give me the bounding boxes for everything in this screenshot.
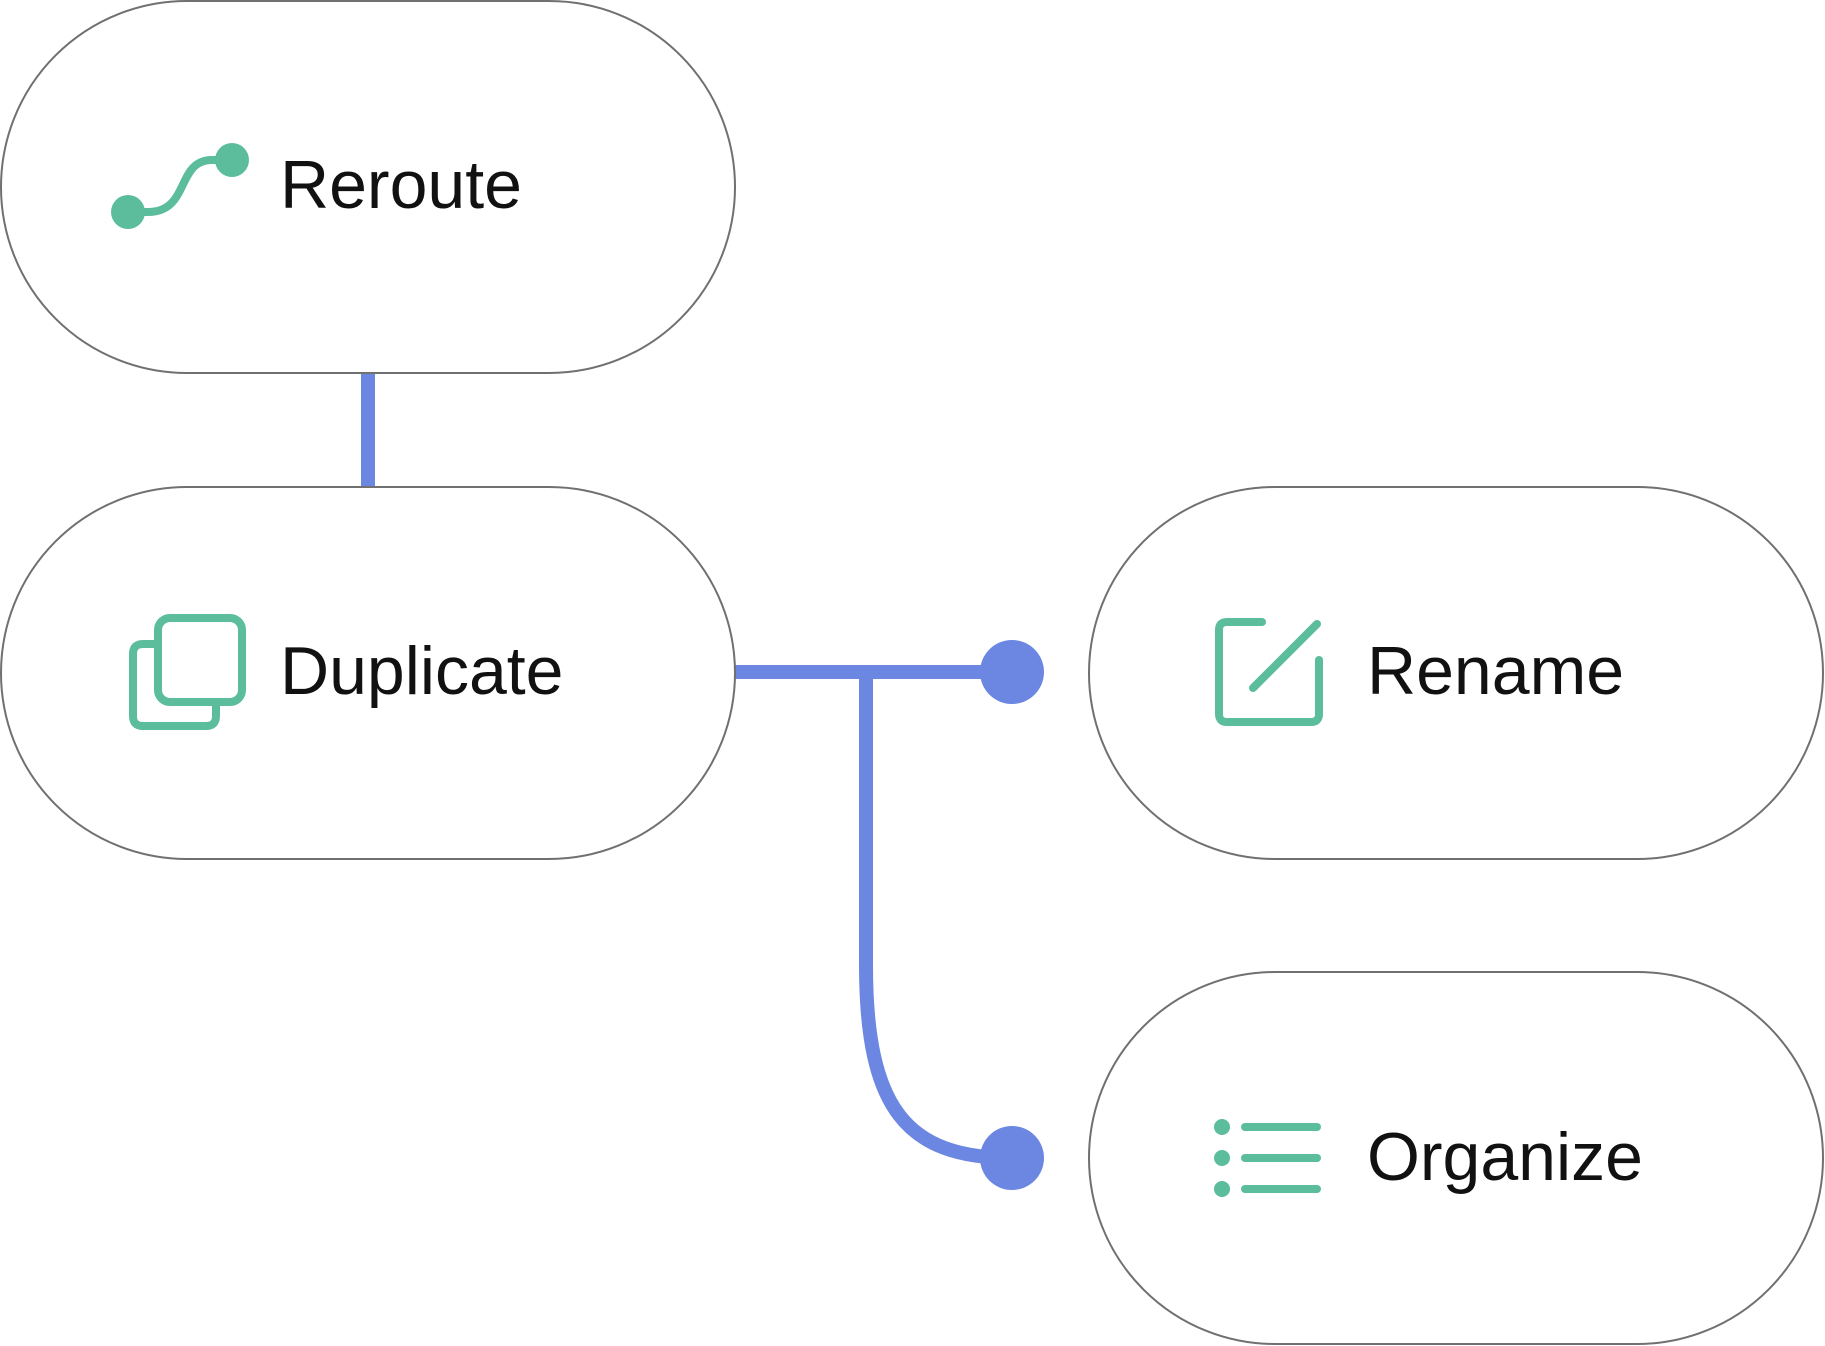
node-organize-pill: [1088, 971, 1824, 1345]
node-rename-label: Rename: [1367, 633, 1624, 709]
node-reroute-label: Reroute: [280, 147, 522, 223]
node-duplicate-pill: [0, 486, 736, 860]
node-duplicate[interactable]: Duplicate: [0, 486, 736, 860]
connector-endpoint-organize: [980, 1126, 1044, 1190]
connectors: [361, 372, 1044, 1190]
edge-duplicate-organize: [859, 672, 1013, 1165]
node-organize[interactable]: Organize: [1088, 971, 1824, 1345]
node-rename-pill: [1088, 486, 1824, 860]
connector-endpoint-rename: [980, 640, 1044, 704]
route-icon: [111, 143, 249, 229]
list-icon: [1214, 1119, 1321, 1197]
node-reroute[interactable]: Reroute: [0, 0, 736, 374]
edit-icon: [1215, 618, 1323, 726]
node-organize-label: Organize: [1367, 1119, 1643, 1195]
node-duplicate-label: Duplicate: [280, 633, 564, 709]
node-rename[interactable]: Rename: [1088, 486, 1824, 860]
duplicate-icon: [129, 614, 246, 730]
node-reroute-pill: [0, 0, 736, 374]
